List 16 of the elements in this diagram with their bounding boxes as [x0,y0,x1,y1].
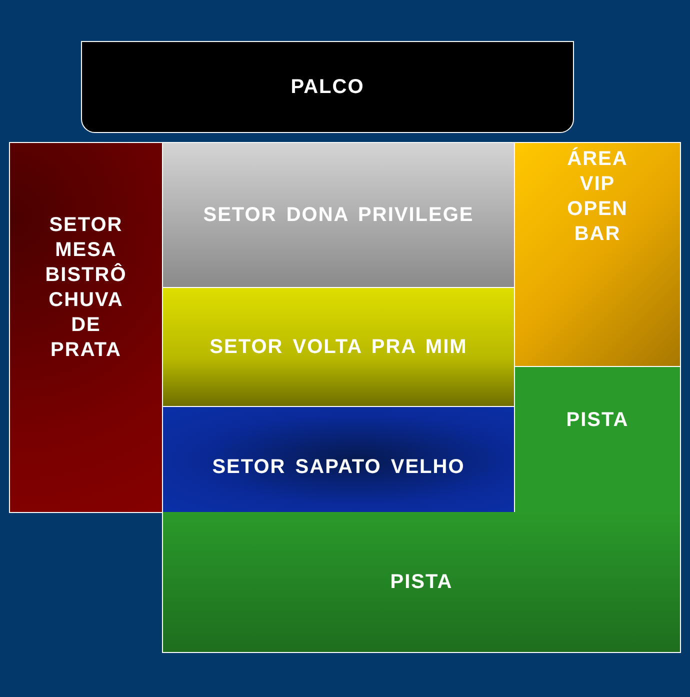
area-label: ÁREA VIP OPEN BAR [567,146,628,246]
area-label: SETOR MESA BISTRÔ CHUVA DE PRATA [45,212,127,362]
vip-area [514,142,681,367]
seating-sector [9,142,163,513]
area-label: PALCO [290,74,364,100]
dance-floor-area [162,512,681,653]
area-label: PISTA [566,408,629,432]
area-label: SETOR SAPATO VELHO [212,455,465,480]
seating-sector [162,406,515,513]
seating-sector [162,142,515,288]
area-label: SETOR VOLTA PRA MIM [210,334,468,360]
stage-area [81,41,574,133]
area-label: PISTA [390,570,453,594]
area-label: SETOR DONA PRIVILEGE [203,202,474,228]
seating-sector [162,287,515,407]
dance-floor-area [514,366,681,513]
